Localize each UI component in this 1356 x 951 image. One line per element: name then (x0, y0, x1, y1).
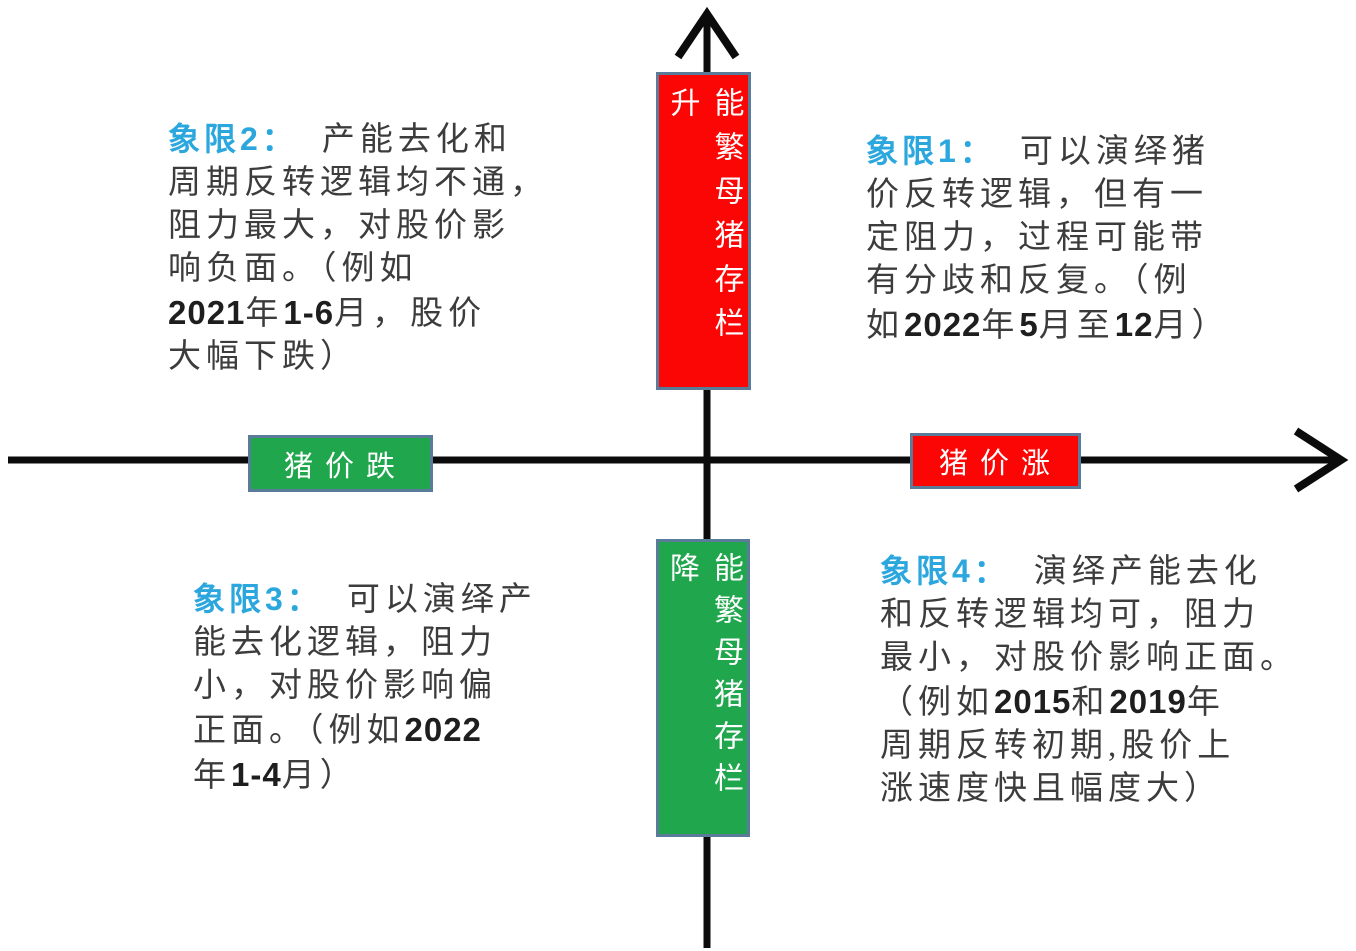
text-line: 能去化逻辑，阻力 (193, 625, 497, 661)
quadrant-1-text: 象限1：可以演绎猪 价反转逻辑，但有一 定阻力，过程可能带 有分歧和反复。（例 … (866, 130, 1230, 348)
text-line: 定阻力，过程可能带 (866, 220, 1208, 256)
text-line: 涨速度快且幅度大） (880, 771, 1222, 807)
text-line: 产能去化和 (321, 122, 512, 158)
x-axis-right-label: 猪价涨 (938, 448, 1062, 480)
text-line: 2021年1-6月，股价 (168, 294, 487, 332)
quadrant-3-label: 象限3： (193, 581, 323, 617)
text-line: 象限1： 可以演绎猪 (866, 130, 1230, 174)
x-axis-arrow-right-icon (1293, 427, 1349, 493)
quadrant-4-label: 象限4： (880, 553, 1010, 589)
x-axis-right-label-box: 猪价涨 (910, 433, 1081, 489)
text-line: 象限2： 产能去化和 (168, 118, 548, 162)
text-line: 可以演绎猪 (1019, 134, 1210, 170)
quadrant-3-text: 象限3： 可以演绎产 能去化逻辑，阻力 小，对股价影响偏 正面。（例如2022 年… (193, 578, 537, 798)
quadrant-1-label: 象限1： (866, 133, 996, 169)
text-line: 演绎产能去化 (1033, 554, 1262, 590)
text-line: 最小，对股价影响正面。 (880, 640, 1298, 676)
text-line: 大幅下跌） (168, 339, 358, 375)
y-axis-bottom-label: 能繁母猪存栏降 (665, 552, 742, 804)
text-line: 年1-4月） (193, 756, 358, 794)
quadrant-2-label: 象限2： (168, 121, 298, 157)
text-line: 阻力最大，对股价影 (168, 208, 510, 244)
quadrant-2-text: 象限2： 产能去化和 周期反转逻辑均不通， 阻力最大，对股价影 响负面。（例如 2… (168, 118, 548, 379)
text-line: 有分歧和反复。（例 (866, 263, 1192, 299)
text-line: 象限4： 演绎产能去化 (880, 550, 1298, 594)
x-axis-left-label-box: 猪价跌 (248, 435, 433, 492)
text-line: 象限3： 可以演绎产 (193, 578, 537, 622)
quadrant-4-text: 象限4： 演绎产能去化 和反转逻辑均可，阻力 最小，对股价影响正面。 （例如201… (880, 550, 1298, 811)
text-line: 和反转逻辑均可，阻力 (880, 597, 1260, 633)
text-line: 周期反转初期,股价上 (880, 728, 1236, 764)
text-line: 如2022年5月至12月） (866, 306, 1230, 344)
text-line: 响负面。（例如 (168, 251, 418, 287)
y-axis-top-label: 能繁母猪存栏升 (665, 87, 743, 351)
x-axis-left-label: 猪价跌 (283, 450, 407, 483)
y-axis-top-label-box: 能繁母猪存栏升 (656, 72, 751, 390)
text-line: 正面。（例如2022 (193, 711, 482, 749)
y-axis-arrow-up-icon (674, 6, 740, 60)
text-line: 价反转逻辑，但有一 (866, 177, 1208, 213)
text-line: 小，对股价影响偏 (193, 668, 497, 704)
text-line: 可以演绎产 (346, 582, 537, 618)
text-line: （例如2015和2019年 (880, 683, 1225, 721)
y-axis-bottom-label-box: 能繁母猪存栏降 (656, 539, 750, 837)
text-line: 周期反转逻辑均不通， (168, 165, 548, 201)
